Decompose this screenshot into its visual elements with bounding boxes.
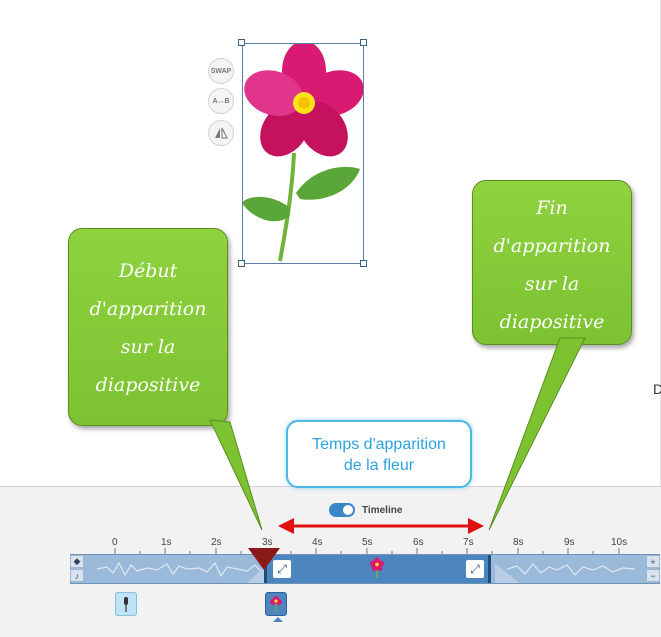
- flower-object-thumb[interactable]: [265, 592, 287, 616]
- playhead-marker[interactable]: [248, 548, 280, 570]
- tick-label: 5s: [362, 537, 373, 548]
- tick-label: 10s: [611, 537, 628, 548]
- tick-label: 7s: [463, 537, 474, 548]
- clipped-glyph: D: [653, 381, 661, 397]
- microphone-icon: [124, 597, 128, 612]
- start-callout: Début d'apparition sur la diapositive: [68, 228, 228, 426]
- swap-button[interactable]: SWAP: [208, 58, 234, 84]
- track-music-button[interactable]: ♪: [70, 569, 84, 582]
- resize-handle-top-right[interactable]: [360, 39, 367, 46]
- segment-end-edge[interactable]: [488, 555, 491, 583]
- tick-label: 9s: [564, 537, 575, 548]
- start-callout-pointer: [209, 419, 263, 531]
- zoom-in-button[interactable]: +: [646, 555, 660, 568]
- tick-label: 8s: [513, 537, 524, 548]
- end-callout: Fin d'apparition sur la diapositive: [472, 180, 632, 345]
- timeline-toggle-label: Timeline: [362, 505, 403, 516]
- tick-label: 0: [112, 537, 118, 548]
- tick-label: 3s: [262, 537, 273, 548]
- flip-icon: [215, 127, 228, 139]
- duration-callout-line: de la fleur: [343, 457, 415, 474]
- resize-handle-bottom-right[interactable]: [360, 260, 367, 267]
- flower-image[interactable]: [242, 43, 364, 264]
- end-callout-line: sur la: [524, 273, 580, 295]
- duration-callout: Temps d'apparition de la fleur: [286, 420, 472, 488]
- end-callout-line: diapositive: [499, 311, 605, 333]
- end-callout-pointer: [488, 337, 586, 531]
- track-audio-button[interactable]: ◆: [70, 555, 84, 568]
- tick-label: 4s: [312, 537, 323, 548]
- start-callout-line: d'apparition: [89, 298, 207, 320]
- tick-label: 2s: [211, 537, 222, 548]
- ab-swap-button[interactable]: A↔B: [208, 88, 234, 114]
- tick-label: 6s: [413, 537, 424, 548]
- selected-thumb-caret: [273, 617, 283, 622]
- expand-end-icon[interactable]: ⤢: [466, 560, 484, 578]
- zoom-out-button[interactable]: −: [646, 569, 660, 582]
- tick-label: 1s: [161, 537, 172, 548]
- resize-handle-top-left[interactable]: [238, 39, 245, 46]
- audio-waveform: [96, 561, 636, 583]
- selection-box: [242, 43, 364, 264]
- flip-button[interactable]: [208, 120, 234, 146]
- duration-callout-line: Temps d'apparition: [312, 436, 446, 453]
- timeline-toggle[interactable]: [329, 503, 355, 517]
- start-callout-line: Début: [118, 260, 178, 282]
- duration-arrow-left-head: [278, 518, 294, 534]
- ruler: [114, 548, 620, 554]
- end-callout-line: d'apparition: [493, 235, 611, 257]
- end-callout-line: Fin: [536, 197, 568, 219]
- duration-arrow-right-head: [468, 518, 484, 534]
- start-callout-line: diapositive: [95, 374, 201, 396]
- resize-handle-bottom-left[interactable]: [238, 260, 245, 267]
- audio-object-thumb[interactable]: [115, 592, 137, 616]
- segment-flower-icon: [370, 557, 384, 578]
- flower-thumb-icon: [270, 596, 282, 612]
- start-callout-line: sur la: [120, 336, 176, 358]
